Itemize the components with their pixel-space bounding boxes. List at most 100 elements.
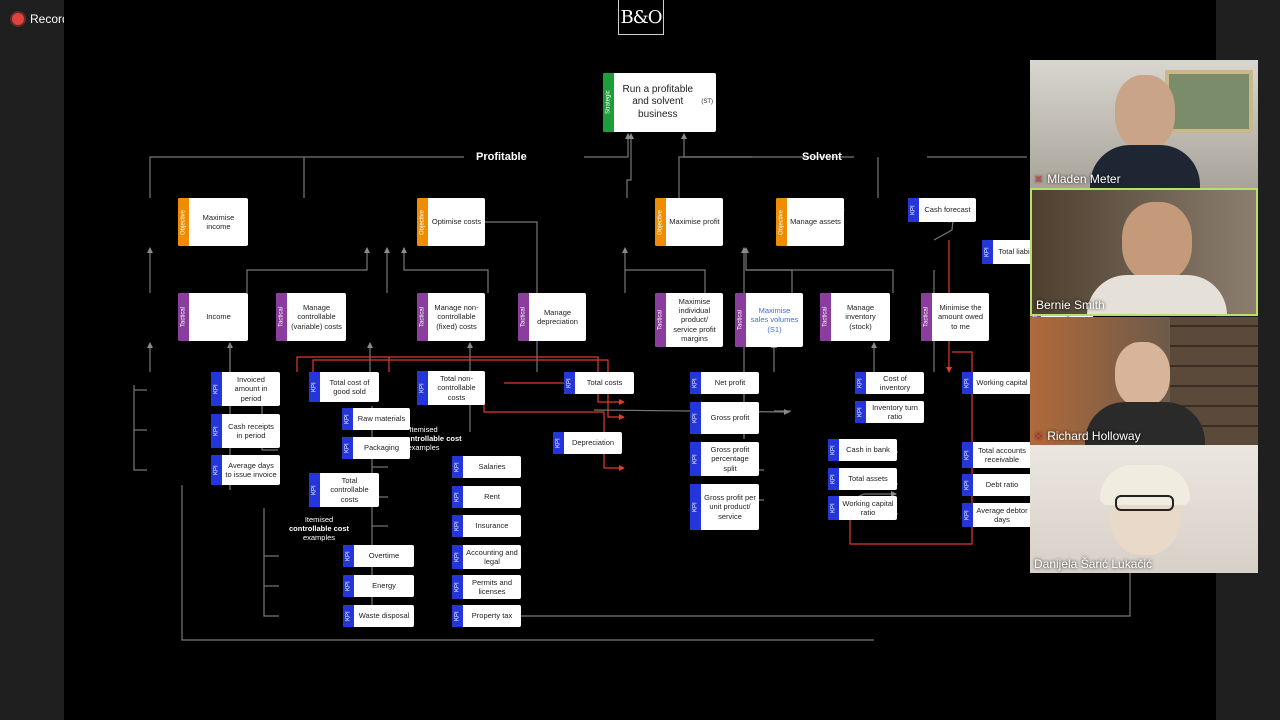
objective-label: Optimise costs xyxy=(431,217,482,227)
kpi-node-overtime[interactable]: KPI Overtime xyxy=(343,545,414,567)
connector-line xyxy=(296,356,625,405)
kpi-label: Cash in bank xyxy=(846,445,890,455)
strategic-tag: Strategic xyxy=(603,73,614,132)
kpi-tag: KPI xyxy=(452,575,463,599)
tactical-label: Manage inventory (stock) xyxy=(845,302,876,331)
kpi-label: Depreciation xyxy=(571,438,615,448)
muted-mic-icon: ✕ xyxy=(1034,173,1044,186)
kpi-label: Accounting and legal xyxy=(466,547,518,566)
kpi-tag: KPI xyxy=(690,442,701,476)
kpi-tag: KPI xyxy=(564,372,575,394)
strategic-node[interactable]: Strategic Run a profitable and solvent b… xyxy=(603,73,716,132)
tactical-node-manage-inventory[interactable]: Tactical Manage inventory (stock) xyxy=(820,293,890,341)
kpi-label: Debt ratio xyxy=(985,480,1019,490)
kpi-tag: KPI xyxy=(211,372,222,406)
tactical-node-manage-non-controllable-costs[interactable]: Tactical Manage non-controllable (fixed) … xyxy=(417,293,485,341)
kpi-node-gross-profit-pct[interactable]: KPI Gross profit percentage split xyxy=(690,442,759,476)
kpi-label: Gross profit percentage split xyxy=(710,444,750,473)
tactical-label: Income xyxy=(206,312,231,322)
bo-logo: B&O xyxy=(618,0,664,35)
kpi-label: Insurance xyxy=(475,521,509,531)
kpi-tag: KPI xyxy=(962,442,973,468)
kpi-tag: KPI xyxy=(309,372,320,402)
tactical-tag: Tactical xyxy=(820,293,831,341)
kpi-tag: KPI xyxy=(828,468,839,490)
kpi-tag: KPI xyxy=(553,432,564,454)
kpi-label: Total accounts receivable xyxy=(978,445,1026,464)
kpi-node-invoiced-amount[interactable]: KPI Invoiced amount in period xyxy=(211,372,280,406)
kpi-tag: KPI xyxy=(855,372,866,394)
kpi-tag: KPI xyxy=(452,605,463,627)
objective-tag: Objective xyxy=(776,198,787,246)
tactical-node-income[interactable]: Tactical Income xyxy=(178,293,248,341)
kpi-node-permits-licenses[interactable]: KPI Permits and licenses xyxy=(452,575,521,599)
kpi-label: Total assets xyxy=(848,474,888,484)
tactical-tag: Tactical xyxy=(518,293,529,341)
connector-line xyxy=(625,269,706,293)
objective-tag: Objective xyxy=(178,198,189,246)
kpi-label: Permits and licenses xyxy=(471,577,513,596)
video-tile-1[interactable]: ✕Mladen Meter xyxy=(1030,60,1258,188)
connector-line xyxy=(401,247,489,293)
kpi-node-debt-ratio[interactable]: KPI Debt ratio xyxy=(962,474,1031,496)
connector-line xyxy=(584,133,631,158)
kpi-node-property-tax[interactable]: KPI Property tax xyxy=(452,605,521,627)
kpi-tag: KPI xyxy=(343,545,354,567)
kpi-tag: KPI xyxy=(690,372,701,394)
kpi-tag: KPI xyxy=(962,474,973,496)
kpi-tag: KPI xyxy=(343,605,354,627)
video-tile-2[interactable]: Bernie Smith xyxy=(1030,188,1258,316)
kpi-tag: KPI xyxy=(211,455,222,485)
video-tile-4[interactable]: Danijela Šarić Lukačić xyxy=(1030,445,1258,573)
kpi-node-total-accounts-receivable[interactable]: KPI Total accounts receivable xyxy=(962,442,1031,468)
kpi-node-total-assets[interactable]: KPI Total assets xyxy=(828,468,897,490)
kpi-label: Property tax xyxy=(471,611,513,621)
kpi-label: Total non-controllable costs xyxy=(437,373,476,402)
kpi-node-depreciation[interactable]: KPI Depreciation xyxy=(553,432,622,454)
kpi-tag: KPI xyxy=(690,484,701,530)
tactical-tag: Tactical xyxy=(178,293,189,341)
video-tile-3[interactable]: ✕Richard Holloway xyxy=(1030,317,1258,445)
tactical-tag: Tactical xyxy=(417,293,428,341)
strategic-text: Run a profitable and solvent business xyxy=(622,83,694,120)
kpi-label: Total controllable costs xyxy=(330,475,369,504)
tactical-label: Manage non-controllable (fixed) costs xyxy=(434,302,479,331)
kpi-label: Overtime xyxy=(368,551,400,561)
objective-tag: Objective xyxy=(417,198,428,246)
kpi-label: Invoiced amount in period xyxy=(234,374,268,403)
connector-line xyxy=(746,269,894,293)
